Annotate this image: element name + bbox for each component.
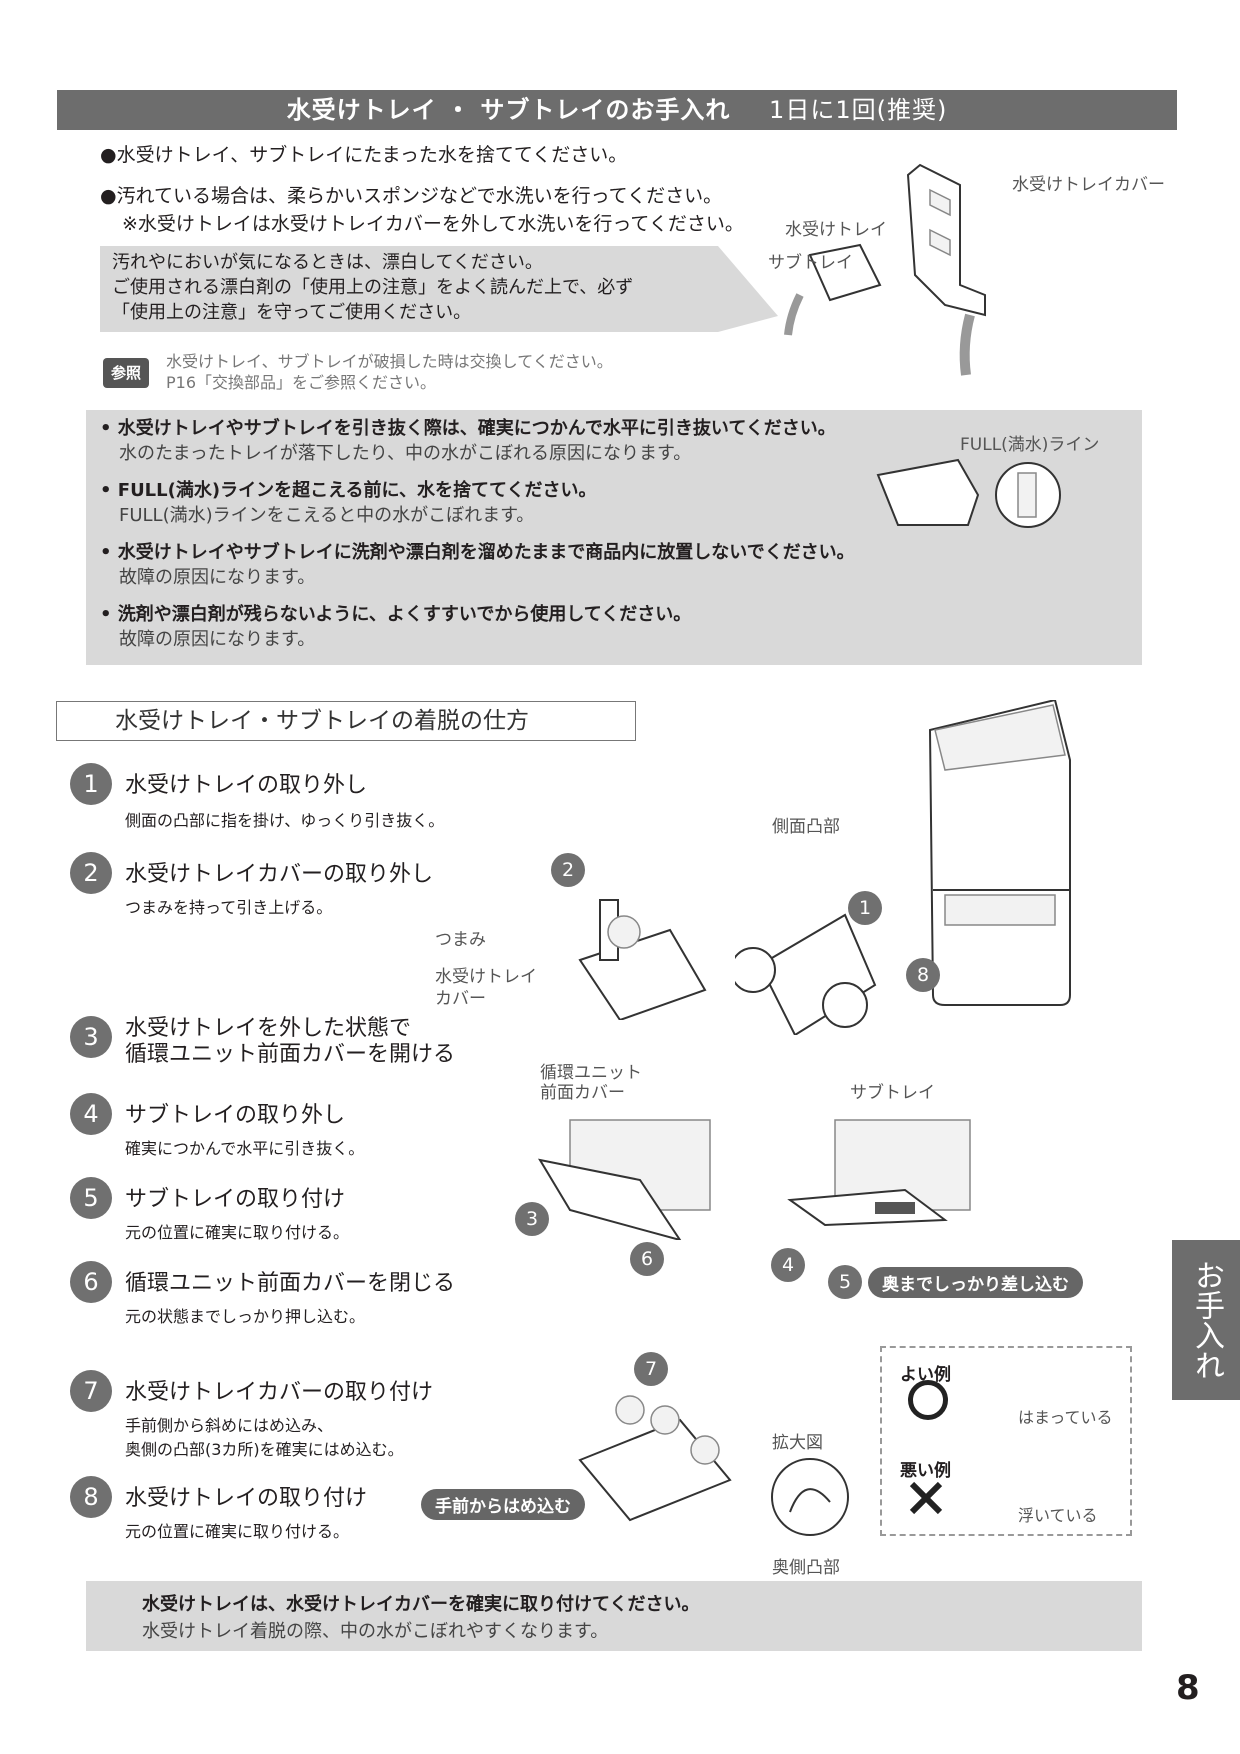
step-4-number: 4 — [70, 1093, 112, 1135]
label-subtray-2: サブトレイ — [850, 1083, 935, 1103]
reference-line-2: P16「交換部品」をご参照ください。 — [166, 373, 437, 392]
fig-step-4: 4 — [771, 1248, 805, 1282]
header-frequency: 1日に1回(推奨) — [769, 96, 948, 124]
warning-1-sub: 水のたまったトレイが落下したり、中の水がこぼれる原因になります。 — [119, 443, 692, 464]
step-4-title: サブトレイの取り外し — [125, 1103, 346, 1128]
step-1-sub: 側面の凸部に指を掛け、ゆっくり引き抜く。 — [125, 811, 445, 830]
step-3-number: 3 — [70, 1016, 112, 1058]
bullet-1: ●水受けトレイ、サブトレイにたまった水を捨ててください。 — [100, 144, 628, 166]
bottom-note-sub: 水受けトレイ着脱の際、中の水がこぼれやすくなります。 — [142, 1621, 609, 1642]
step-8-number: 8 — [70, 1476, 112, 1518]
product-illustration — [928, 700, 1071, 1006]
step-2-title: 水受けトレイカバーの取り外し — [125, 862, 434, 887]
fig-step-8: 8 — [906, 958, 940, 992]
step-7-sub: 手前側から斜めにはめ込み、 — [125, 1416, 334, 1435]
step-5-sub: 元の位置に確実に取り付ける。 — [125, 1223, 350, 1242]
step-2-sub: つまみを持って引き上げる。 — [125, 898, 333, 917]
label-zoom: 拡大図 — [772, 1433, 823, 1453]
label-subtray: サブトレイ — [768, 253, 853, 273]
bad-mark-icon — [909, 1481, 943, 1515]
section-header: 水受けトレイ ・ サブトレイのお手入れ 1日に1回(推奨) — [57, 90, 1177, 130]
tray-removal-illustration — [735, 913, 877, 1035]
good-example-desc: はまっている — [1018, 1408, 1113, 1427]
warning-4-sub: 故障の原因になります。 — [119, 629, 316, 650]
step-3-title-2: 循環ユニット前面カバーを開ける — [125, 1042, 456, 1067]
bleach-info-box: 汚れやにおいが気になるときは、漂白してください。 ご使用される漂白剤の「使用上の… — [100, 246, 718, 332]
label-unit-cover-2: 前面カバー — [540, 1083, 625, 1103]
bleach-line-2: ご使用される漂白剤の「使用上の注意」をよく読んだ上で、必ず — [112, 277, 634, 298]
step-7-sub-2: 奥側の凸部(3カ所)を確実にはめ込む。 — [125, 1440, 404, 1459]
callout-pointer — [718, 246, 778, 332]
label-unit-cover-1: 循環ユニット — [540, 1063, 642, 1083]
step-6-sub: 元の状態までしっかり押し込む。 — [125, 1307, 366, 1326]
warning-2: • FULL(満水)ラインを超こえる前に、水を捨ててください。 FULL(満水)… — [100, 478, 596, 528]
tray-cleaning-illustration — [784, 163, 986, 376]
step-6-title: 循環ユニット前面カバーを閉じる — [125, 1271, 456, 1296]
cover-attach-illustration — [578, 1395, 732, 1522]
warning-1: • 水受けトレイやサブトレイを引き抜く際は、確実につかんで水平に引き抜いてくださ… — [100, 416, 836, 466]
label-tray-cover-1: 水受けトレイ — [435, 967, 537, 987]
warning-3-sub: 故障の原因になります。 — [119, 567, 316, 588]
warning-1-head: • 水受けトレイやサブトレイを引き抜く際は、確実につかんで水平に引き抜いてくださ… — [100, 418, 836, 439]
header-title: 水受けトレイ ・ サブトレイのお手入れ — [286, 96, 731, 124]
label-tray-cover-2: カバー — [435, 989, 486, 1009]
step-5-title: サブトレイの取り付け — [125, 1187, 346, 1212]
full-line-label: FULL(満水)ライン — [960, 435, 1100, 455]
reference-badge: 参照 — [103, 358, 149, 388]
page-number: 8 — [1176, 1668, 1200, 1708]
full-line-illustration — [876, 458, 1061, 528]
good-example-label: よい例 — [900, 1365, 951, 1385]
fig-step-5: 5 — [828, 1265, 862, 1299]
cover-removal-illustration — [578, 899, 707, 1020]
bullet-note: ※水受けトレイは水受けトレイカバーを外して水洗いを行ってください。 — [122, 213, 744, 235]
front-in-label: 手前からはめ込む — [421, 1489, 585, 1520]
side-tab-maintenance: お手入れ — [1172, 1240, 1240, 1400]
fig-step-6: 6 — [630, 1242, 664, 1276]
bleach-line-1: 汚れやにおいが気になるときは、漂白してください。 — [112, 252, 543, 273]
push-in-label: 奥までしっかり差し込む — [868, 1267, 1083, 1298]
warning-box: • 水受けトレイやサブトレイを引き抜く際は、確実につかんで水平に引き抜いてくださ… — [86, 410, 1142, 665]
step-1-title: 水受けトレイの取り外し — [125, 773, 368, 798]
step-2-number: 2 — [70, 852, 112, 894]
warning-4: • 洗剤や漂白剤が残らないように、よくすすいでから使用してください。 故障の原因… — [100, 602, 691, 652]
step-6-number: 6 — [70, 1261, 112, 1303]
bottom-note-box: 水受けトレイは、水受けトレイカバーを確実に取り付けてください。 水受けトレイ着脱… — [86, 1581, 1142, 1651]
warning-2-sub: FULL(満水)ラインをこえると中の水がこぼれます。 — [119, 505, 535, 526]
bullet-2: ●汚れている場合は、柔らかいスポンジなどで水洗いを行ってください。 — [100, 185, 723, 207]
step-8-sub: 元の位置に確実に取り付ける。 — [125, 1522, 350, 1541]
bottom-note-head: 水受けトレイは、水受けトレイカバーを確実に取り付けてください。 — [142, 1594, 700, 1615]
label-knob: つまみ — [435, 930, 486, 950]
step-8-title: 水受けトレイの取り付け — [125, 1486, 368, 1511]
zoom-illustration — [771, 1458, 849, 1536]
bad-example-label: 悪い例 — [900, 1461, 951, 1481]
step-1-number: 1 — [70, 763, 112, 805]
label-back-bump: 奥側凸部 — [772, 1558, 840, 1578]
warning-2-head: • FULL(満水)ラインを超こえる前に、水を捨ててください。 — [100, 480, 597, 501]
section-title: 水受けトレイ・サブトレイの着脱の仕方 — [56, 701, 636, 741]
reference-text: 水受けトレイ、サブトレイが破損した時は交換してください。 P16「交換部品」をご… — [166, 351, 613, 393]
step-7-number: 7 — [70, 1370, 112, 1412]
warning-3: • 水受けトレイやサブトレイに洗剤や漂白剤を溜めたままで商品内に放置しないでくだ… — [100, 540, 855, 590]
bleach-line-3: 「使用上の注意」を守ってご使用ください。 — [112, 302, 472, 323]
good-mark-icon — [908, 1380, 948, 1420]
good-bad-example-box: よい例 はまっている 悪い例 浮いている — [880, 1346, 1132, 1536]
label-side-bump: 側面凸部 — [772, 817, 840, 837]
fig-step-1: 1 — [848, 891, 882, 925]
reference-line-1: 水受けトレイ、サブトレイが破損した時は交換してください。 — [166, 352, 613, 371]
fig-step-3: 3 — [515, 1202, 549, 1236]
warning-3-head: • 水受けトレイやサブトレイに洗剤や漂白剤を溜めたままで商品内に放置しないでくだ… — [100, 542, 855, 563]
warning-4-head: • 洗剤や漂白剤が残らないように、よくすすいでから使用してください。 — [100, 604, 692, 625]
step-3-title: 水受けトレイを外した状態で — [125, 1016, 412, 1041]
step-7-title: 水受けトレイカバーの取り付け — [125, 1380, 434, 1405]
fig-step-2: 2 — [551, 853, 585, 887]
label-tray-cover: 水受けトレイカバー — [1012, 175, 1165, 195]
step-5-number: 5 — [70, 1177, 112, 1219]
subtray-illustration — [787, 1119, 971, 1227]
step-4-sub: 確実につかんで水平に引き抜く。 — [125, 1139, 365, 1158]
fig-step-7: 7 — [634, 1352, 668, 1386]
label-tray: 水受けトレイ — [785, 220, 887, 240]
bad-example-desc: 浮いている — [1018, 1506, 1098, 1525]
unit-cover-illustration — [537, 1119, 711, 1240]
